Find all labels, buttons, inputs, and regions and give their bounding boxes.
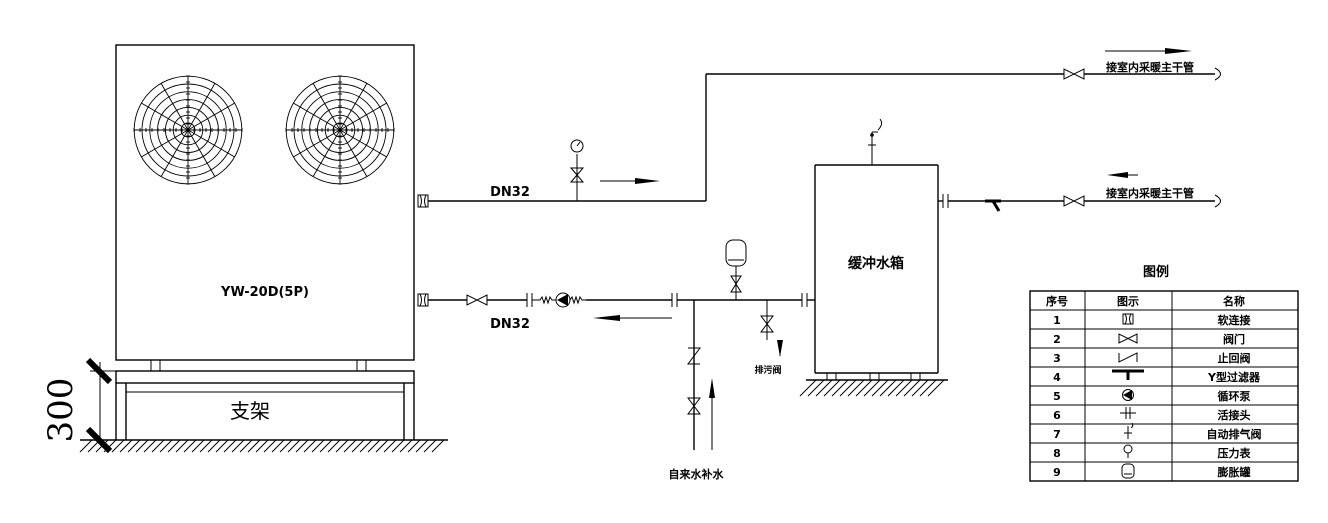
air-vent-icon <box>1124 422 1134 439</box>
indoor-supply-label: 接室内采暖主干管 <box>1106 60 1194 74</box>
legend-row: 4 Y型过滤器 <box>1053 369 1261 384</box>
gate-valve-icon <box>1063 195 1085 207</box>
flex-joint-icon <box>1122 313 1134 325</box>
legend-row: 5 循环泵 <box>1053 389 1251 403</box>
air-vent-icon <box>868 118 883 165</box>
legend-row-name: 循环泵 <box>1218 389 1251 403</box>
legend-row-no: 1 <box>1053 314 1061 327</box>
gate-valve-icon <box>466 294 488 306</box>
return-line: DN32 <box>417 292 815 332</box>
height-dimension-label: 300 <box>41 378 81 443</box>
union-icon <box>1120 407 1136 419</box>
stand-label: 支架 <box>230 399 270 423</box>
check-valve-icon <box>1118 352 1138 363</box>
makeup-water-label: 自来水补水 <box>669 467 725 481</box>
legend-row-name: 压力表 <box>1218 446 1252 460</box>
gate-valve-icon <box>730 275 742 293</box>
legend-row: 9 膨胀罐 <box>1053 463 1251 479</box>
union-icon <box>942 194 949 208</box>
legend: 图例 序号 图示 名称 1 软连接 2 阀门 3 止回阀 4 Y型过滤器 5 <box>1029 264 1299 482</box>
legend-header-symbol: 图示 <box>1117 295 1139 308</box>
buffer-tank: 缓冲水箱 <box>799 118 948 397</box>
pump-icon <box>555 292 571 308</box>
union-icon <box>526 293 533 307</box>
legend-row-name: Y型过滤器 <box>1207 370 1261 384</box>
drain-branch: 排污阀 <box>754 300 783 376</box>
expansion-tank-icon <box>1121 463 1135 479</box>
heat-pump-unit: YW-20D(5P) <box>115 44 415 372</box>
legend-row-name: 活接头 <box>1218 408 1251 422</box>
legend-row-no: 4 <box>1053 371 1061 384</box>
legend-header-name: 名称 <box>1223 294 1245 308</box>
expansion-tank <box>725 239 747 300</box>
legend-row-no: 2 <box>1053 333 1061 346</box>
expansion-tank-icon <box>725 239 747 267</box>
legend-rules <box>1030 309 1298 463</box>
tank-outlet-line: 接室内采暖主干管 <box>938 172 1221 212</box>
flex-joint-icon <box>417 194 429 208</box>
gate-valve-icon <box>687 397 701 415</box>
pump-icon <box>1122 389 1134 401</box>
fan-right-icon <box>285 75 395 185</box>
legend-row: 6 活接头 <box>1053 407 1251 422</box>
legend-row-name: 止回阀 <box>1218 351 1251 365</box>
unit-model-label: YW-20D(5P) <box>220 285 309 300</box>
gate-valve-icon <box>1118 333 1138 344</box>
legend-header-no: 序号 <box>1046 294 1068 308</box>
y-strainer-icon <box>1112 369 1144 380</box>
supply-size-label: DN32 <box>490 185 530 200</box>
ground-hatch <box>799 379 945 397</box>
legend-row-no: 8 <box>1053 447 1061 460</box>
height-dimension: 300 <box>41 357 120 454</box>
legend-row-no: 6 <box>1053 409 1061 422</box>
y-strainer-icon <box>985 199 1001 212</box>
flex-joint-icon <box>417 293 429 307</box>
legend-row: 2 阀门 <box>1053 332 1245 346</box>
legend-row-name: 软连接 <box>1218 313 1251 327</box>
legend-row: 7 自动排气阀 <box>1053 422 1262 441</box>
check-valve-icon <box>687 347 701 365</box>
indoor-return-label: 接室内采暖主干管 <box>1106 186 1194 200</box>
gate-valve-icon <box>760 315 774 333</box>
fan-left-icon <box>133 75 243 185</box>
gate-valve-icon <box>569 167 585 183</box>
ground-hatch <box>79 439 445 453</box>
legend-row: 1 软连接 <box>1053 313 1250 327</box>
gate-valve-icon <box>1063 68 1085 80</box>
union-icon <box>801 293 808 307</box>
supply-line: DN32 接室内采暖主干管 <box>417 48 1221 208</box>
legend-row: 3 止回阀 <box>1053 351 1250 365</box>
legend-row-no: 3 <box>1053 352 1061 365</box>
legend-row-name: 阀门 <box>1223 332 1245 346</box>
return-size-label: DN32 <box>490 317 530 332</box>
drain-valve-label: 排污阀 <box>754 364 781 376</box>
legend-row-name: 膨胀罐 <box>1217 465 1251 479</box>
legend-row-no: 9 <box>1053 466 1061 479</box>
pressure-gauge-icon <box>1123 444 1133 458</box>
legend-row-no: 5 <box>1053 390 1061 403</box>
makeup-water-branch: 自来水补水 <box>669 300 725 481</box>
pressure-gauge-icon <box>570 139 584 153</box>
stand: 支架 <box>79 370 448 453</box>
legend-row: 8 压力表 <box>1053 444 1252 460</box>
legend-title: 图例 <box>1143 264 1169 280</box>
legend-row-no: 7 <box>1053 428 1061 441</box>
union-icon <box>671 293 678 307</box>
legend-row-name: 自动排气阀 <box>1207 427 1262 441</box>
tank-label: 缓冲水箱 <box>848 255 904 272</box>
